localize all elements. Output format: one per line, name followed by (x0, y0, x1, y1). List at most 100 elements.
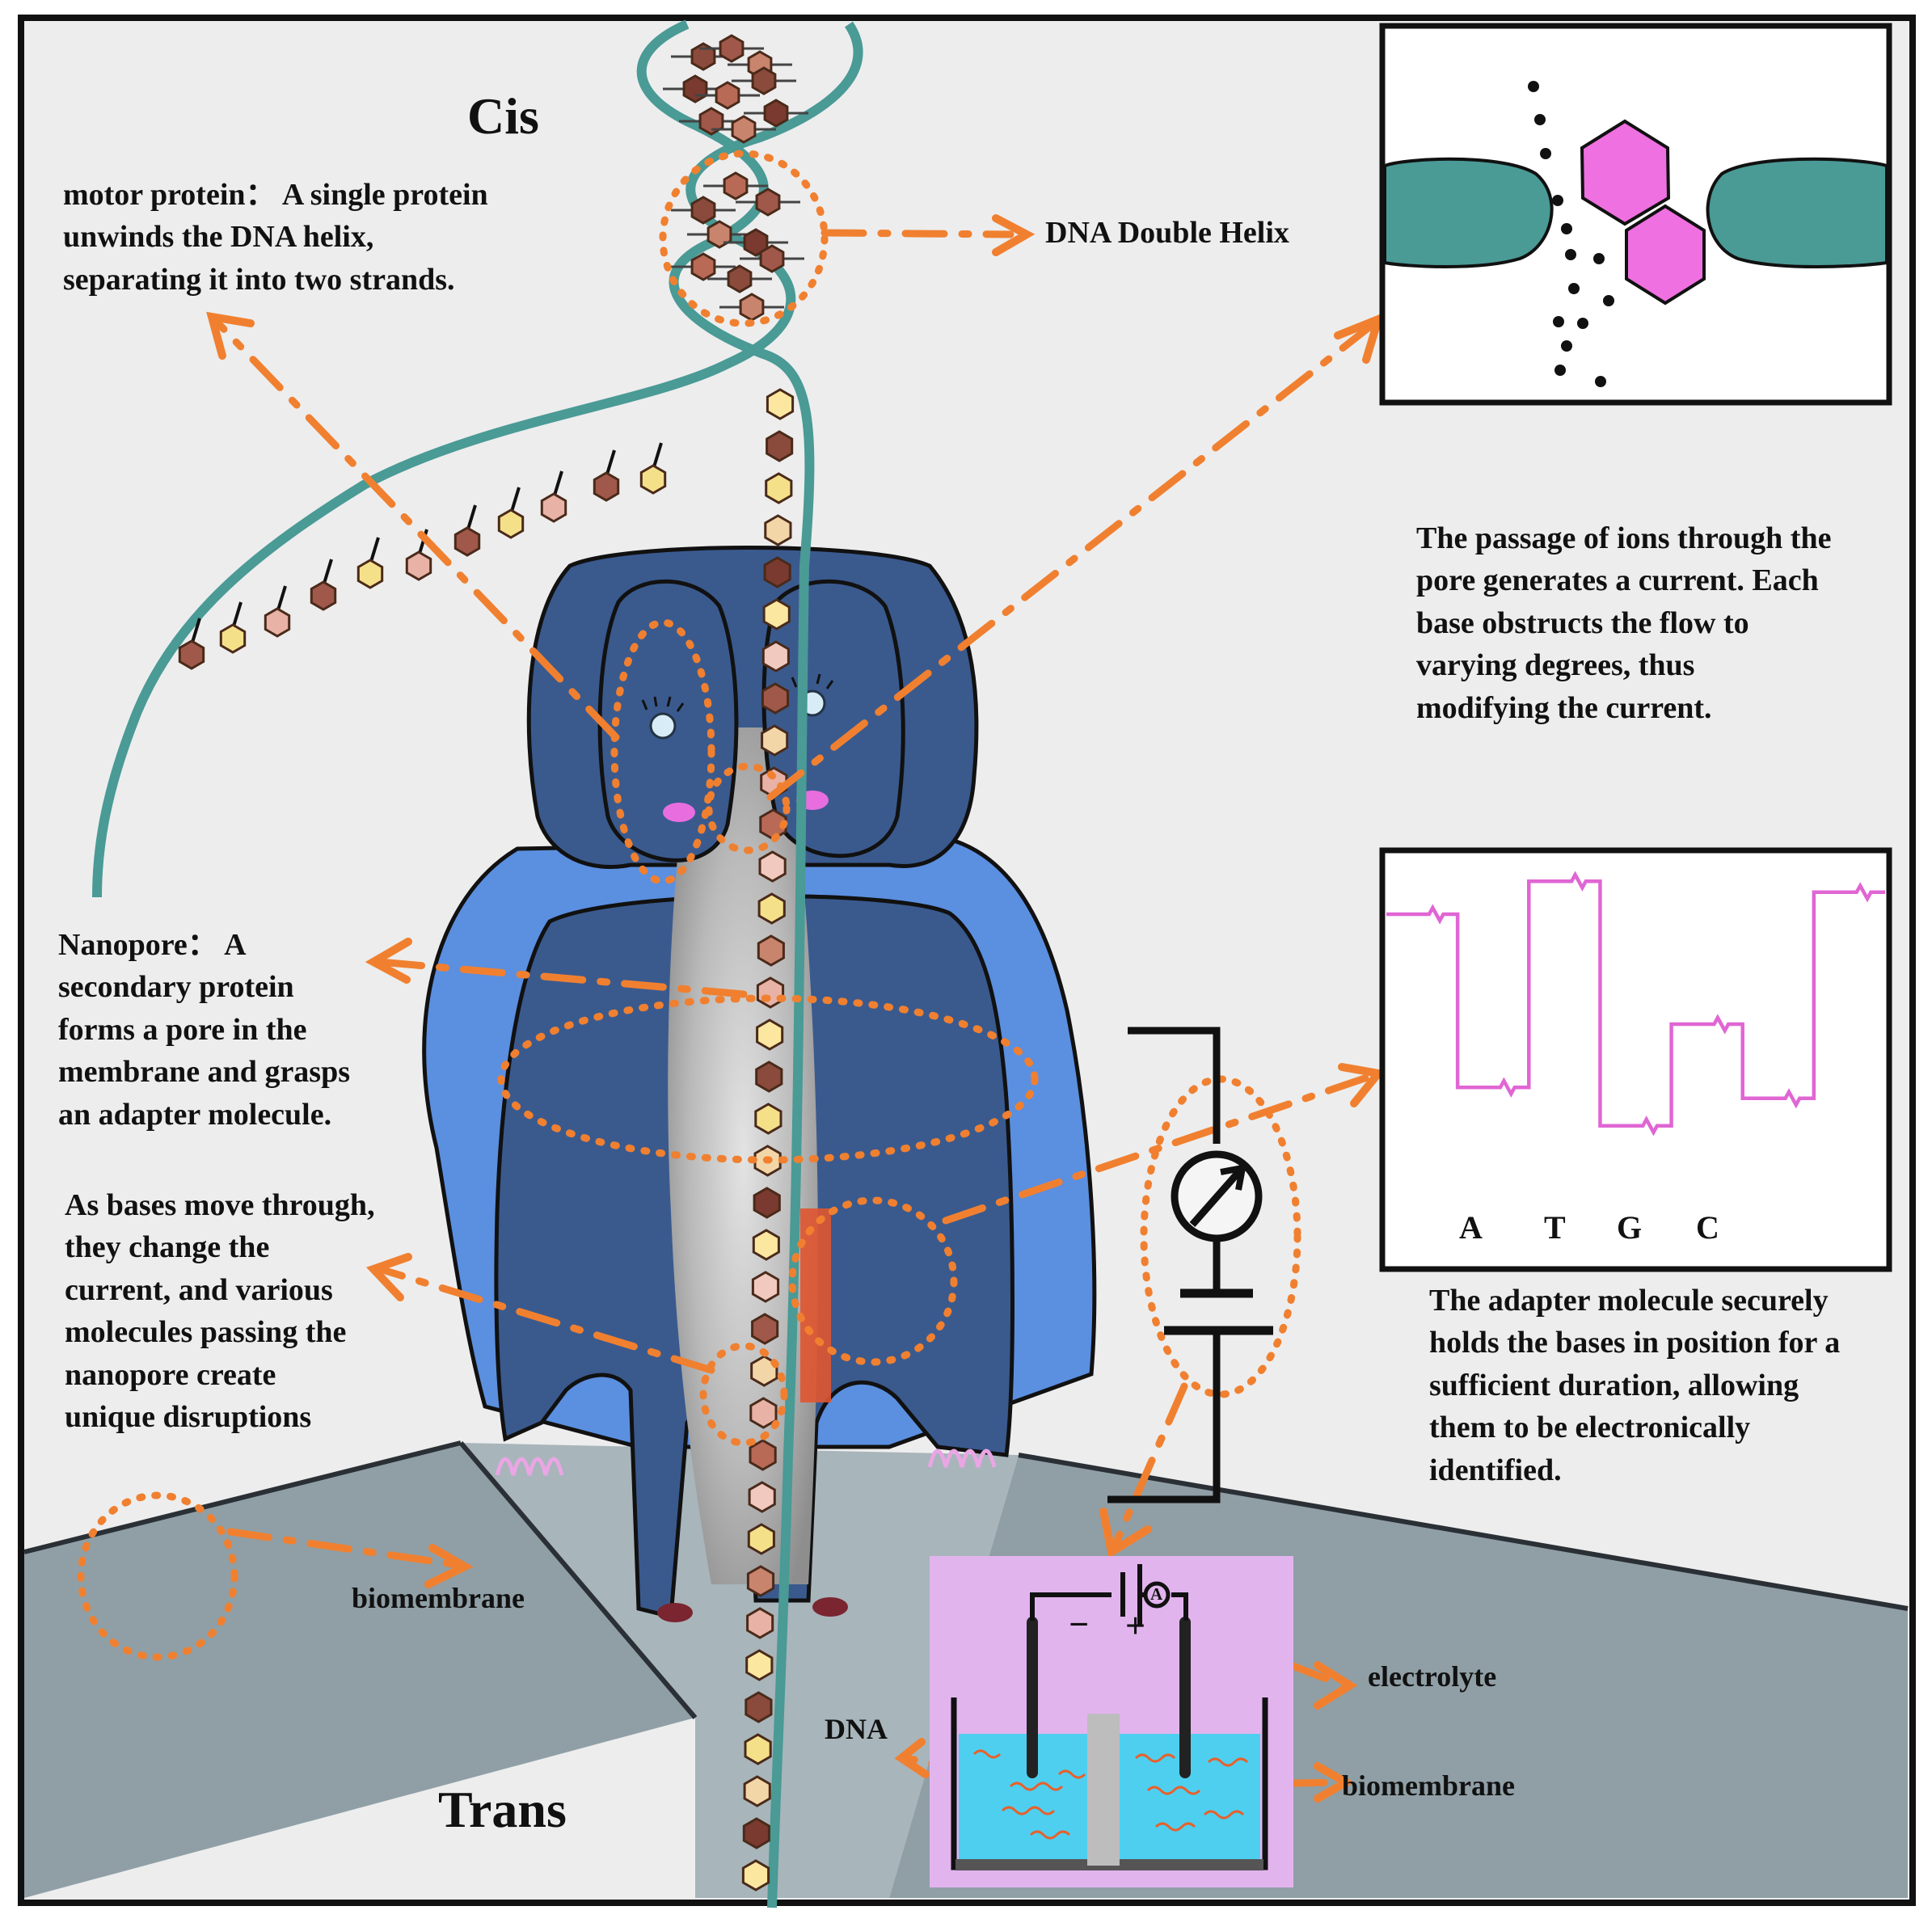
dna-base (758, 850, 787, 883)
small-ammeter-symbol: A (1150, 1584, 1163, 1604)
left-blush (663, 803, 695, 822)
dna-base (698, 107, 724, 136)
adapter-molecule-text: The adapter molecule securely holds the … (1429, 1280, 1840, 1491)
arrow-heads (206, 214, 1386, 1803)
bases-move-line: As bases move through, (65, 1188, 375, 1222)
dna-base (745, 1691, 773, 1723)
dna-base (754, 1103, 783, 1135)
dna-base (757, 892, 786, 925)
adapter-line: The adapter molecule securely (1429, 1284, 1829, 1318)
dna-base (264, 607, 291, 638)
dna-base (762, 598, 791, 630)
cell-minus-sign: − (1069, 1605, 1090, 1644)
dna-base (752, 1229, 780, 1261)
dna-base (756, 1018, 784, 1051)
dna-base (741, 1859, 770, 1891)
nanopore-line: forms a pore in the (58, 1012, 307, 1047)
adapter-molecule (800, 1208, 831, 1402)
dna-base (761, 724, 789, 757)
dna-base (763, 99, 789, 128)
adapter-line: holds the bases in position for a (1429, 1326, 1841, 1360)
dna-base (743, 1775, 771, 1807)
motor-protein-line: unwinds the DNA helix, (63, 220, 374, 255)
dna-base (727, 264, 753, 293)
dna-base (751, 66, 777, 95)
dna-base (453, 526, 481, 557)
dna-base (749, 1397, 778, 1429)
annotation-ellipses (77, 150, 1301, 1661)
dna-base (719, 34, 745, 63)
dna-base-rungs (663, 34, 808, 322)
nanopore-line: an adapter molecule. (58, 1097, 332, 1132)
dna-base (755, 188, 781, 217)
left-eye (649, 712, 677, 740)
dna-base (749, 1439, 777, 1471)
dna-base (766, 388, 795, 420)
dna-base (310, 580, 337, 611)
dna-base (746, 1565, 775, 1597)
threaded-bases (741, 388, 795, 1891)
dna-base (751, 1313, 779, 1345)
bases-move-line: they change the (65, 1230, 270, 1265)
biomembrane-right-label: biomembrane (1342, 1769, 1515, 1802)
adapter-line: identified. (1429, 1453, 1562, 1487)
nanopore-text: Nanopore： A secondary protein forms a po… (58, 924, 350, 1136)
bases-move-line: current, and various (65, 1272, 333, 1307)
dna-base (723, 171, 749, 200)
dna-base (757, 934, 785, 967)
motor-protein-text: motor protein： A single protein unwinds … (63, 174, 488, 301)
dna-base (731, 115, 757, 144)
bases-move-line: unique disruptions (65, 1400, 312, 1435)
cis-label: Cis (467, 87, 539, 145)
bases-move-text: As bases move through, they change the c… (65, 1184, 375, 1439)
measurement-circuit (1107, 1027, 1273, 1503)
dna-base (759, 244, 785, 273)
dna-base (742, 1817, 770, 1849)
dna-base (715, 81, 740, 110)
small-ammeter-icon (1143, 1581, 1171, 1609)
electrolyte-cell-inset (930, 1556, 1293, 1887)
dna-base (356, 559, 384, 589)
cell-plus-sign: + (1125, 1606, 1146, 1646)
dna-base (764, 514, 792, 546)
dna-base (639, 464, 667, 495)
dna-base (761, 640, 790, 673)
dna-base (765, 472, 793, 504)
pore-zoom-inset (1379, 23, 1892, 406)
nanopore-line: Nanopore： A (58, 928, 247, 962)
nanopore-line: membrane and grasps (58, 1055, 351, 1090)
dna-base (746, 1607, 774, 1639)
ion-passage-text: The passage of ions through the pore gen… (1416, 517, 1831, 729)
biomembrane-left-label: biomembrane (352, 1582, 525, 1614)
adapter-line: sufficient duration, allowing (1429, 1368, 1799, 1402)
ion-passage-line: pore generates a current. Each (1416, 563, 1819, 598)
nanopore-line: secondary protein (58, 970, 294, 1005)
trans-label: Trans (438, 1781, 567, 1838)
current-trace-line (1386, 871, 1885, 1137)
dna-base (540, 492, 567, 523)
dna-base (751, 1271, 780, 1303)
adapter-line: them to be electronically (1429, 1411, 1751, 1445)
bases-move-line: molecules passing the (65, 1315, 347, 1350)
dna-base (766, 430, 794, 462)
dna-base (748, 1481, 776, 1513)
dna-base (405, 550, 432, 581)
trace-base-label: G (1617, 1209, 1643, 1246)
dna-base (690, 42, 716, 71)
inset-base-hexagon (1625, 204, 1706, 306)
ion-passage-line: varying degrees, thus (1416, 648, 1695, 683)
ion-passage-line: base obstructs the flow to (1416, 605, 1749, 640)
trace-base-label: C (1696, 1209, 1719, 1246)
dna-base (744, 1733, 772, 1765)
trace-base-label: T (1544, 1209, 1566, 1246)
dna-small-label: DNA (825, 1713, 888, 1745)
ion-passage-line: The passage of ions through the (1416, 521, 1832, 555)
motor-protein-line: separating it into two strands. (63, 262, 455, 297)
dna-base (745, 1649, 774, 1681)
dna-base (707, 220, 732, 249)
dna-base (743, 228, 769, 257)
current-trace-panel (1379, 847, 1892, 1272)
trace-base-label: A (1459, 1209, 1483, 1246)
dna-base (739, 293, 765, 322)
